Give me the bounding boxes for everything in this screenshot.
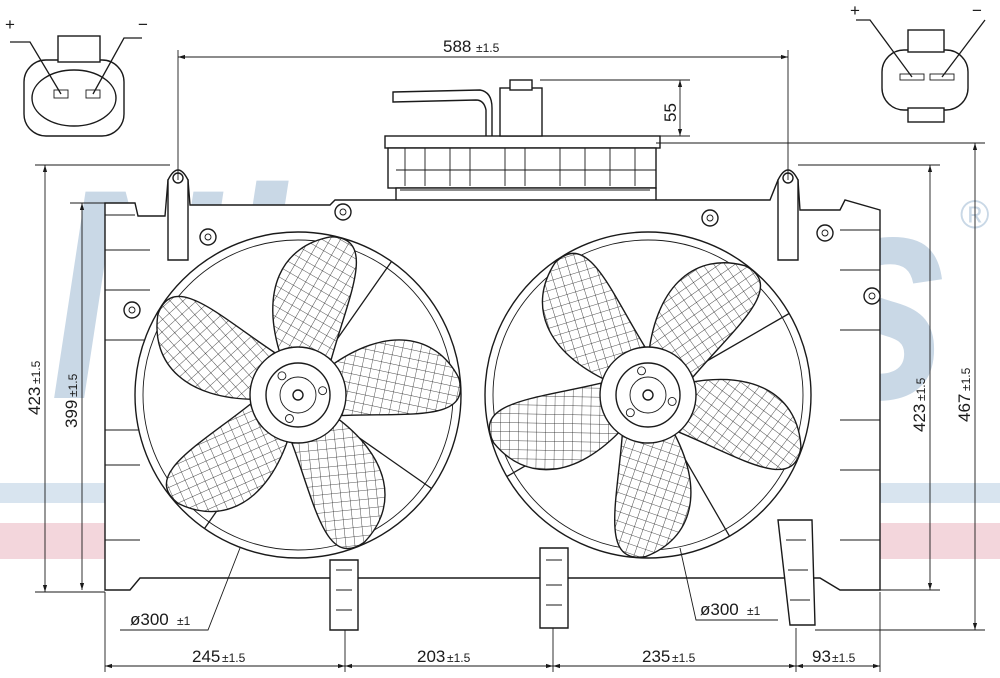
fan-axle [292,389,304,401]
dim-tank-height-value: 55 [661,103,680,122]
dim-fan-right-diameter-tol: ±1 [747,604,761,618]
dim-left-inner-height-value: 399 [62,400,81,428]
dim-bottom-4-tol: ±1.5 [832,651,856,665]
fan-blade [272,236,357,381]
connector-right-plus: + [850,1,860,20]
dimension-lines: 588 ±1.5 55 423 ±1.5 399 ±1.5 423 ±1.5 4… [25,37,985,672]
fan-blade [614,414,692,558]
fan-blade [541,252,658,383]
dim-fan-left-diameter-tol: ±1 [177,614,191,628]
dim-bottom-1-value: 245 [192,647,220,666]
dim-bottom-1-tol: ±1.5 [222,651,246,665]
dim-right-outer-height-tol: ±1.5 [959,367,973,391]
fan-blade [488,377,624,471]
dim-bottom-3-tol: ±1.5 [672,651,696,665]
connector-right: + − [850,1,986,123]
fan-hub-bolt [667,397,677,406]
dim-top-width-tol: ±1.5 [476,41,500,55]
dim-fan-left-diameter-value: ø300 [130,610,169,629]
dim-fan-right-diameter-value: ø300 [700,600,739,619]
dim-bottom-2-value: 203 [417,647,445,666]
dim-bottom-2-tol: ±1.5 [447,651,471,665]
dim-left-outer-height-value: 423 [25,387,44,415]
fan-hub-cap [279,376,317,414]
dim-top-width-value: 588 [443,37,471,56]
fan-left [134,231,462,559]
dim-right-inner-height-value: 423 [910,404,929,432]
fan-blade [283,414,386,550]
fan-hub-bolt [284,414,294,423]
dim-right-outer-height-value: 467 [955,394,974,422]
fan-blade [320,339,462,418]
fan-hub-bolt [637,366,646,376]
fan-right [484,231,812,559]
dim-right-inner-height-tol: ±1.5 [914,377,928,401]
fan-hub-bolt [277,371,287,381]
connector-left-minus: − [138,15,148,34]
fan-hub-bolt [625,408,635,418]
dim-left-inner-height-tol: ±1.5 [66,373,80,397]
fan-axle [642,389,654,401]
dim-left-outer-height-tol: ±1.5 [29,360,43,384]
fan-hub-cap [629,376,667,414]
dim-bottom-4-value: 93 [812,647,831,666]
connector-left: + − [5,15,148,137]
dim-bottom-3-value: 235 [642,647,670,666]
connector-right-minus: − [972,1,982,20]
fan-hub-bolt [318,386,328,396]
connector-left-plus: + [5,15,15,34]
